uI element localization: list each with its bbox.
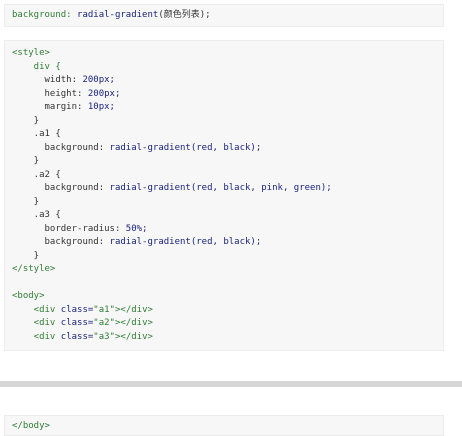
code-tag: <div [12, 331, 61, 342]
code-line: margin: 10px; [12, 101, 443, 115]
code-line-blank [12, 277, 443, 291]
code-line: <div class="a1"></div> [12, 304, 443, 318]
code-line: width: 200px; [12, 74, 443, 88]
code-attr: class= [60, 304, 94, 315]
code-property: background: [12, 142, 110, 153]
code-tag: ></div> [114, 331, 153, 342]
code-value: 50%; [125, 223, 148, 234]
code-line: <div class="a3"></div> [12, 331, 443, 345]
code-value: 200px; [87, 88, 121, 99]
section-divider [0, 381, 462, 387]
code-string: "a2" [93, 318, 115, 328]
code-line: .a2 { [12, 169, 61, 180]
code-line: background: radial-gradient(颜色列表); [12, 9, 443, 23]
code-string: "a3" [93, 331, 115, 342]
code-block-example: <style> div { width: 200px; height: 200p… [4, 40, 444, 351]
code-value: radial-gradient(red, black); [109, 237, 262, 247]
code-attr: class= [60, 331, 94, 342]
code-value: radial-gradient(red, black); [109, 142, 262, 153]
code-tag: ></div> [114, 318, 153, 328]
code-line: <style> [12, 48, 50, 58]
code-property: border-radius: [12, 223, 126, 234]
code-line: </style> [12, 264, 56, 274]
code-line: div { [12, 61, 61, 72]
code-line: } [12, 156, 40, 166]
code-line: } [12, 196, 40, 207]
code-line: <body> [12, 291, 45, 301]
code-text: (颜色列表); [158, 10, 211, 20]
code-attr: class= [60, 318, 94, 328]
code-value: radial-gradient(red, black, pink, green)… [109, 183, 332, 193]
code-line: } [12, 115, 40, 126]
code-value: 10px; [87, 102, 115, 112]
code-property: background: [12, 10, 78, 20]
code-line: background: radial-gradient(red, black); [12, 142, 443, 156]
code-line: height: 200px; [12, 88, 443, 102]
code-line: </body> [12, 421, 50, 431]
code-line: border-radius: 50%; [12, 223, 443, 237]
code-property: background: [12, 237, 110, 247]
code-line: background: radial-gradient(red, black, … [12, 182, 443, 196]
code-property: background: [12, 183, 110, 193]
code-property: height: [12, 88, 88, 99]
code-line: <div class="a2"></div> [12, 317, 443, 331]
code-property: width: [12, 75, 83, 85]
code-tag: <div [12, 304, 61, 315]
code-block-syntax: background: radial-gradient(颜色列表); [4, 4, 444, 27]
code-string: "a1" [93, 304, 115, 315]
code-block-continuation: </body> [4, 415, 444, 436]
code-value: radial-gradient [77, 10, 159, 20]
code-line: background: radial-gradient(red, black); [12, 236, 443, 250]
code-line: .a1 { [12, 129, 61, 139]
code-line: } [12, 250, 40, 261]
code-value: 200px; [82, 75, 115, 85]
code-property: margin: [12, 102, 88, 112]
code-line: .a3 { [12, 210, 61, 220]
code-tag: <div [12, 318, 61, 328]
code-tag: ></div> [114, 304, 153, 315]
